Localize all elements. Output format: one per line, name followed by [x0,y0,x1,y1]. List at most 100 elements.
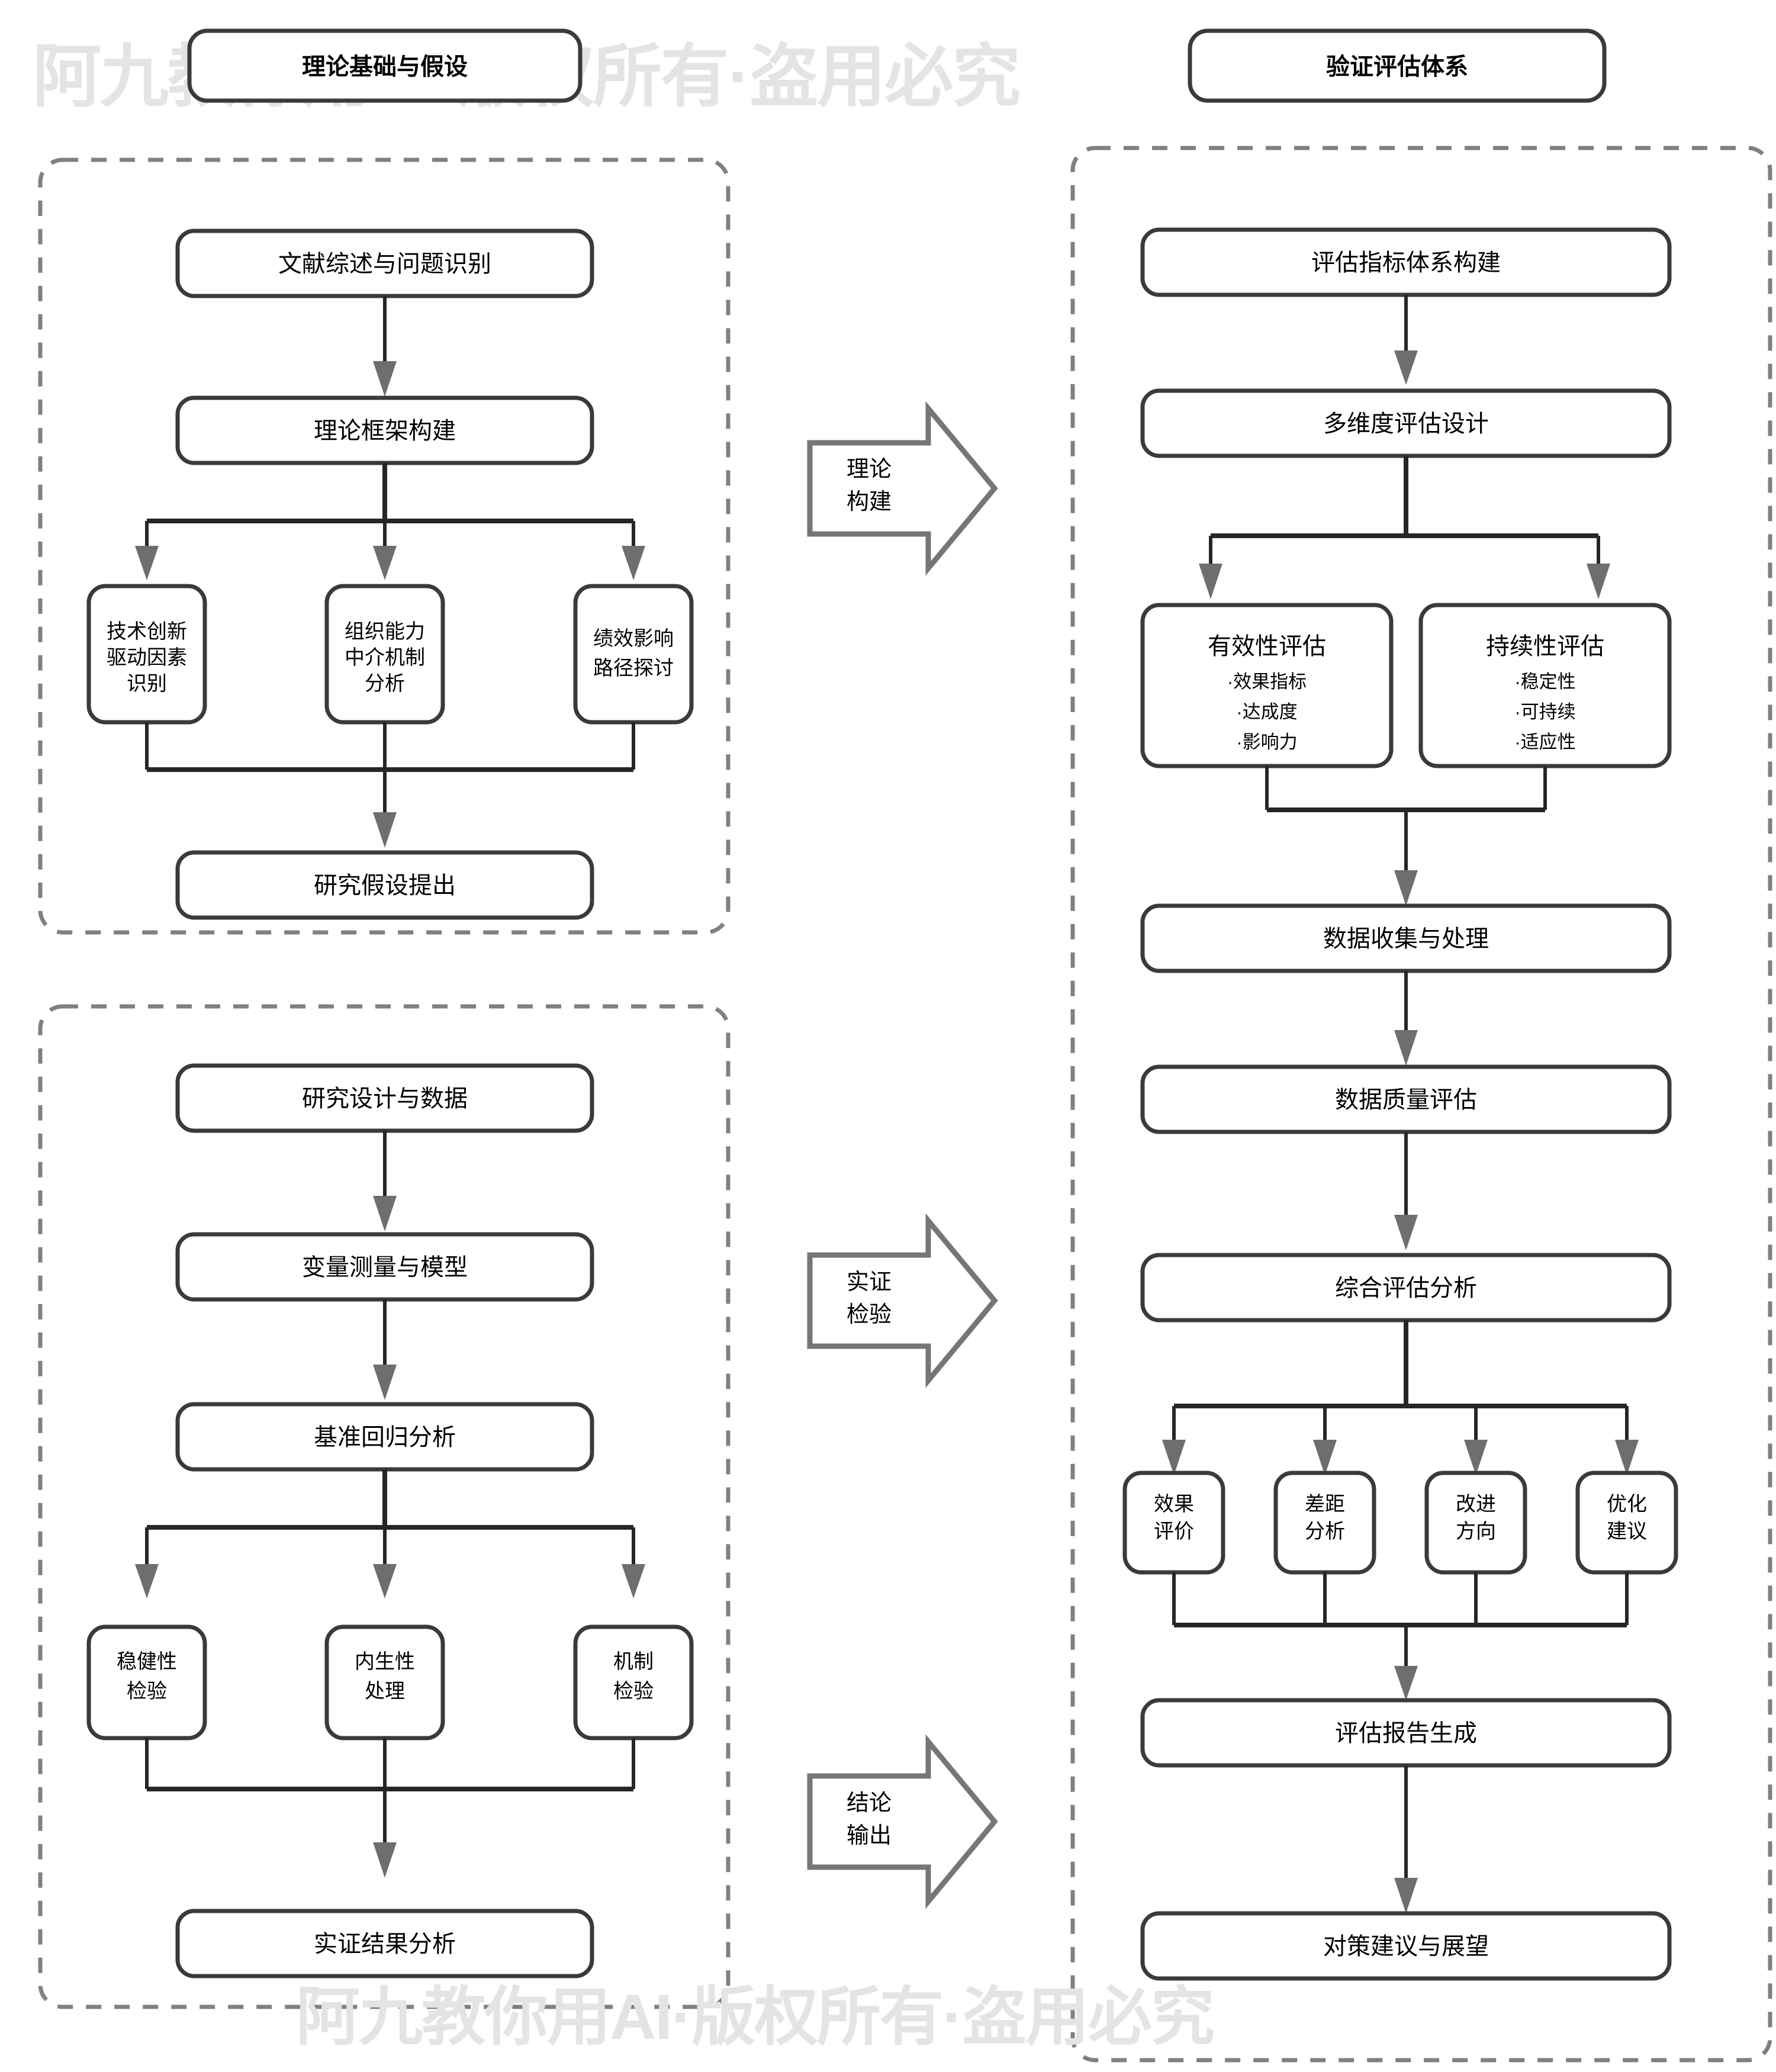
svg-text:组织能力: 组织能力 [345,620,425,643]
node-improvement-direction[interactable]: 改进 方向 [1424,1471,1527,1575]
svg-text:方向: 方向 [1456,1520,1496,1543]
svg-text:分析: 分析 [1305,1520,1345,1543]
node-evaluation-report[interactable]: 评估报告生成 [1140,1698,1672,1768]
svg-text:检验: 检验 [613,1680,654,1703]
svg-text:·稳定性: ·稳定性 [1514,671,1575,692]
svg-text:数据质量评估: 数据质量评估 [1335,1087,1477,1113]
svg-text:评价: 评价 [1154,1520,1194,1543]
connector-indicator-to-multidim [1394,295,1418,385]
empirical-test-arrow: 实证 检验 [807,1213,998,1388]
connector-synthesis-fanout [1162,1320,1639,1475]
svg-text:有效性评估: 有效性评估 [1208,633,1326,659]
node-comprehensive-analysis[interactable]: 综合评估分析 [1140,1253,1672,1323]
svg-text:驱动因素: 驱动因素 [107,646,187,669]
connector-collection-to-quality [1394,971,1418,1066]
node-theory-framework[interactable]: 理论框架构建 [175,395,594,465]
node-tech-innovation-drivers[interactable]: 技术创新 驱动因素 识别 [86,584,207,725]
svg-text:对策建议与展望: 对策建议与展望 [1323,1933,1489,1960]
svg-text:多维度评估设计: 多维度评估设计 [1323,411,1489,437]
svg-text:稳健性: 稳健性 [117,1650,177,1673]
svg-text:实证结果分析: 实证结果分析 [314,1931,456,1957]
svg-text:机制: 机制 [613,1650,654,1673]
svg-text:·达成度: ·达成度 [1236,702,1297,722]
svg-text:·影响力: ·影响力 [1236,732,1297,752]
node-empirical-results[interactable]: 实证结果分析 [175,1909,594,1978]
connector-quality-to-synthesis [1394,1132,1418,1250]
svg-text:研究设计与数据: 研究设计与数据 [302,1086,468,1112]
svg-text:研究假设提出: 研究假设提出 [314,873,456,899]
svg-text:·效果指标: ·效果指标 [1227,671,1307,692]
connector-design-to-variable [373,1131,397,1231]
group-theory-section [38,157,731,935]
node-effectiveness-evaluation[interactable]: 有效性评估 ·效果指标 ·达成度 ·影响力 [1140,603,1394,768]
node-gap-analysis[interactable]: 差距 分析 [1273,1471,1376,1575]
svg-text:实证: 实证 [847,1270,892,1295]
svg-text:检验: 检验 [127,1680,167,1703]
connector-tests-to-results [145,1738,635,1878]
svg-text:构建: 构建 [847,490,892,514]
svg-text:检验: 检验 [847,1302,892,1327]
connector-report-to-recommendation [1394,1765,1418,1913]
node-optimization-suggestion[interactable]: 优化 建议 [1575,1471,1678,1575]
svg-text:结论: 结论 [847,1791,892,1816]
svg-text:变量测量与模型: 变量测量与模型 [302,1254,468,1280]
svg-text:·可持续: ·可持续 [1514,702,1575,722]
connector-evaluations-to-collection [1265,766,1547,906]
node-endogeneity-treatment[interactable]: 内生性 处理 [324,1624,445,1740]
svg-text:技术创新: 技术创新 [107,620,187,643]
svg-text:验证评估体系: 验证评估体系 [1326,54,1468,80]
svg-text:理论: 理论 [847,457,892,482]
connector-framework-fanout [135,463,645,580]
svg-text:改进: 改进 [1456,1493,1496,1516]
conclusion-output-arrow: 结论 输出 [807,1734,998,1909]
svg-text:输出: 输出 [847,1823,892,1848]
node-effect-evaluation[interactable]: 效果 评价 [1122,1471,1225,1575]
svg-text:建议: 建议 [1607,1520,1647,1543]
svg-text:效果: 效果 [1154,1493,1194,1516]
connector-multidim-fanout [1199,456,1610,599]
connector-four-to-report [1172,1572,1629,1700]
svg-text:·适应性: ·适应性 [1514,732,1575,752]
node-policy-recommendation[interactable]: 对策建议与展望 [1140,1911,1672,1981]
right-column-title: 验证评估体系 [1188,28,1607,103]
svg-text:文献综述与问题识别: 文献综述与问题识别 [278,251,491,277]
node-baseline-regression[interactable]: 基准回归分析 [175,1402,594,1472]
connector-literature-to-framework [373,296,397,397]
svg-text:数据收集与处理: 数据收集与处理 [1323,926,1489,952]
node-sustainability-evaluation[interactable]: 持续性评估 ·稳定性 ·可持续 ·适应性 [1418,603,1672,768]
svg-text:理论基础与假设: 理论基础与假设 [302,54,468,80]
node-research-design-data[interactable]: 研究设计与数据 [175,1063,594,1133]
node-variable-measure-model[interactable]: 变量测量与模型 [175,1232,594,1302]
svg-text:差距: 差距 [1305,1493,1345,1516]
node-mechanism-test[interactable]: 机制 检验 [573,1624,694,1740]
svg-text:持续性评估: 持续性评估 [1486,633,1604,659]
node-multidimensional-design[interactable]: 多维度评估设计 [1140,388,1672,458]
node-org-capability-mediation[interactable]: 组织能力 中介机制 分析 [324,584,445,725]
node-performance-impact-path[interactable]: 绩效影响 路径探讨 [573,584,694,725]
svg-text:基准回归分析: 基准回归分析 [314,1424,456,1450]
node-robustness-test[interactable]: 稳健性 检验 [86,1624,207,1740]
svg-text:理论框架构建: 理论框架构建 [314,418,456,444]
left-column-title: 理论基础与假设 [187,28,583,103]
connector-branches-to-hypothesis [145,722,635,848]
svg-text:内生性: 内生性 [355,1650,415,1673]
group-validation-section [1070,146,1772,2063]
svg-text:综合评估分析: 综合评估分析 [1335,1275,1477,1301]
theory-build-arrow: 理论 构建 [807,401,998,576]
group-design-section [38,1004,731,2009]
svg-text:绩效影响: 绩效影响 [593,628,674,650]
svg-text:分析: 分析 [365,673,405,695]
node-research-hypothesis[interactable]: 研究假设提出 [175,850,594,920]
node-indicator-system[interactable]: 评估指标体系构建 [1140,227,1672,297]
svg-text:优化: 优化 [1607,1493,1647,1516]
svg-text:评估报告生成: 评估报告生成 [1335,1720,1477,1746]
node-data-collection[interactable]: 数据收集与处理 [1140,903,1672,973]
node-data-quality-evaluation[interactable]: 数据质量评估 [1140,1064,1672,1134]
node-literature-review[interactable]: 文献综述与问题识别 [175,229,594,298]
watermark-bottom: 阿九教你用AI·版权所有·盗用必究 [296,1981,1215,2052]
svg-text:路径探讨: 路径探讨 [593,657,674,680]
connector-variable-to-baseline [373,1299,397,1400]
svg-text:识别: 识别 [127,673,167,695]
connector-baseline-fanout [135,1469,645,1598]
